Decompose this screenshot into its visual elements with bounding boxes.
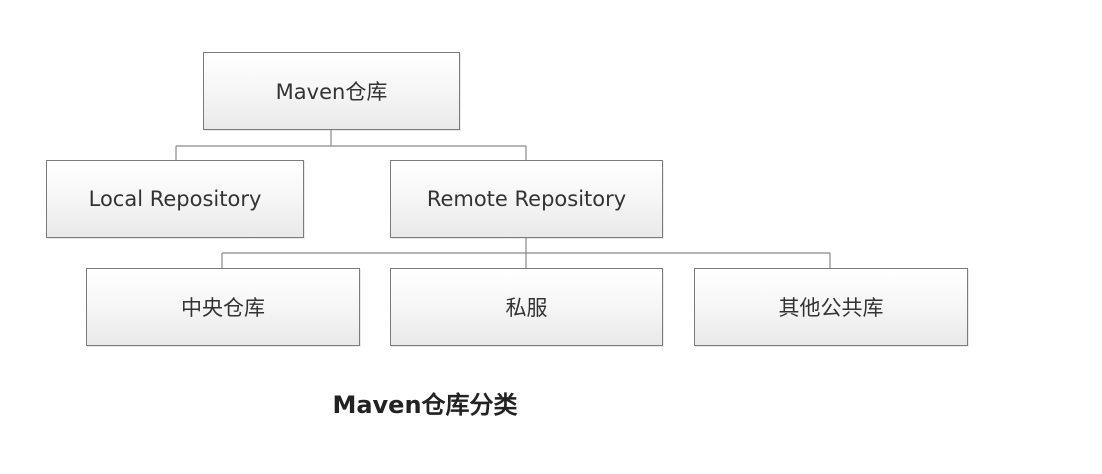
- root-node: Maven仓库: [203, 52, 460, 130]
- private-server-node: 私服: [390, 268, 663, 346]
- other-public-repository-label: 其他公共库: [778, 296, 884, 320]
- local-repository-label: Local Repository: [88, 187, 262, 211]
- central-repository-node: 中央仓库: [86, 268, 360, 346]
- private-server-label: 私服: [505, 296, 548, 320]
- root-node-label: Maven仓库: [275, 80, 388, 104]
- remote-repository-node: Remote Repository: [390, 160, 663, 238]
- local-repository-node: Local Repository: [46, 160, 304, 238]
- remote-repository-label: Remote Repository: [426, 187, 627, 211]
- diagram-caption: Maven仓库分类: [332, 391, 518, 419]
- other-public-repository-node: 其他公共库: [694, 268, 968, 346]
- central-repository-label: 中央仓库: [181, 296, 265, 320]
